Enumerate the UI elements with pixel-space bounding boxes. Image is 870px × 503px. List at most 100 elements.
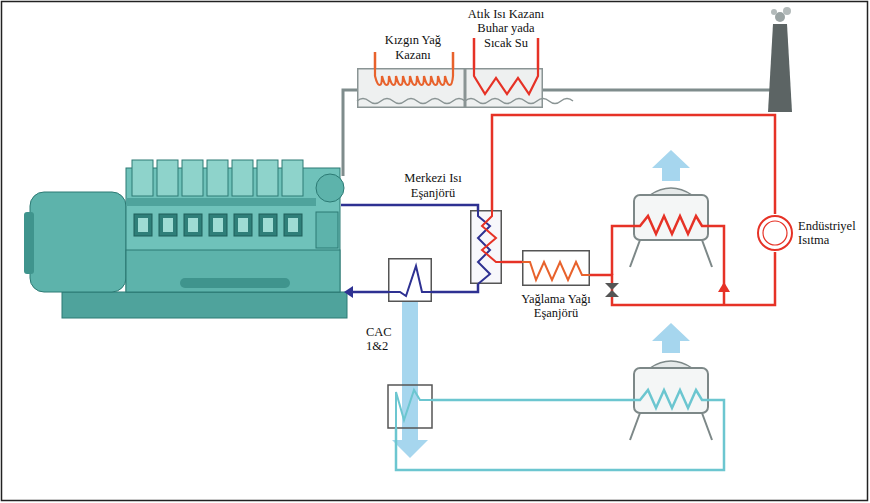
hot-oil-boiler-outline (375, 68, 453, 85)
heat-consumer-circle-outline (758, 216, 792, 250)
charge-air-cooler: CAC 1&2 (388, 258, 432, 302)
waste-heat-boiler-outline (465, 99, 573, 104)
flow-arrowhead (718, 282, 730, 292)
engine-illustration (24, 212, 34, 274)
hot-oil-boiler-outline (358, 69, 465, 108)
engine-illustration (282, 160, 303, 196)
chimney (768, 24, 792, 112)
cooling-tower (650, 361, 692, 368)
node-title: Yağlama Yağı Eşanjörü (516, 292, 596, 321)
engine-illustration (288, 218, 298, 232)
hot-oil-boiler-outline (357, 99, 465, 104)
engine-illustration (184, 214, 202, 236)
node-label: Kızgın Yağ Kazanı (380, 33, 446, 62)
three-way-valve (605, 290, 619, 297)
pipe-connector (590, 252, 775, 305)
heat-exchanger-outline (482, 210, 502, 262)
cooling-tower (630, 361, 712, 440)
coolant-line (352, 291, 388, 294)
heat-exchanger: Merkezi Isı Eşanjörü (470, 210, 502, 284)
heat-consumer-circle: Endüstriyel Isıtma (756, 214, 794, 252)
heating-line (612, 216, 724, 305)
engine-illustration (126, 198, 316, 206)
lube-oil-exchanger-outline (522, 262, 590, 280)
pipe-connector (492, 115, 775, 214)
chimney (783, 7, 791, 15)
engine-illustration (163, 218, 173, 232)
three-way-valve (605, 283, 619, 297)
node-title: Endüstriyel Isıtma (798, 219, 862, 248)
pipe-connector (432, 284, 478, 292)
lube-oil-exchanger-outline (523, 251, 590, 286)
node-title: Atık Isı Kazanı (466, 7, 546, 21)
cooling-tower (630, 240, 712, 267)
heat-exchanger-outline (470, 210, 502, 284)
node-label: Endüstriyel Isıtma (798, 219, 862, 248)
cooling-tower (630, 413, 712, 440)
three-way-valve (605, 283, 619, 290)
node-title: CAC 1&2 (366, 325, 400, 354)
waste-heat-boiler: Atık Isı KazanıBuhar yada Sıcak Su (465, 68, 543, 108)
node-label: CAC 1&2 (366, 325, 400, 354)
air-arrow (392, 302, 428, 458)
cooling-line (396, 390, 724, 470)
engine-illustration (62, 292, 347, 318)
engine-illustration (284, 214, 302, 236)
engine-illustration (182, 160, 203, 196)
engine-illustration (238, 218, 248, 232)
hot-oil-boiler: Kızgın Yağ Kazanı (357, 68, 465, 108)
pipe-line (432, 284, 478, 292)
charge-air-cooler (396, 390, 432, 428)
engine-illustration (126, 250, 340, 292)
engine-illustration (232, 160, 253, 196)
engine-illustration (157, 160, 178, 196)
node-title: Merkezi Isı Eşanjörü (400, 171, 466, 200)
engine-illustration (234, 214, 252, 236)
charge-air-cooler-outline (389, 259, 432, 302)
engine-illustration (134, 214, 152, 236)
pipe-line (502, 261, 522, 264)
waste-heat-boiler-outline (465, 68, 543, 108)
air-arrow (652, 323, 690, 353)
node-label: Atık Isı KazanıBuhar yada Sıcak Su (466, 7, 546, 50)
chimney (768, 7, 792, 112)
engine-illustration (316, 174, 344, 202)
engine-illustration (207, 160, 228, 196)
engine-illustration (159, 214, 177, 236)
cooling-tower (630, 188, 712, 267)
cooling-tower (650, 188, 692, 195)
engine-illustration (180, 278, 290, 288)
engine-illustration (257, 160, 278, 196)
heat-consumer-circle-outline (763, 221, 787, 245)
engine-illustration (132, 160, 153, 196)
charge-air-cooler (388, 385, 432, 428)
engine-illustration (213, 218, 223, 232)
engine-illustration (259, 214, 277, 236)
lube-oil-exchanger-outline (522, 250, 590, 286)
exhaust-pipe (543, 89, 770, 92)
engine-illustration (263, 218, 273, 232)
engine-illustration (138, 218, 148, 232)
node-label: Merkezi Isı Eşanjörü (400, 171, 466, 200)
heat-exchanger-outline (471, 211, 502, 284)
waste-heat-boiler-outline (474, 68, 538, 94)
chimney (771, 9, 777, 15)
flow-arrowhead (344, 286, 353, 298)
exhaust-pipe (343, 90, 357, 176)
engine-illustration (30, 192, 126, 292)
engine-illustration (209, 214, 227, 236)
charge-air-cooler-outline (388, 258, 432, 302)
engine-illustration (316, 212, 338, 248)
charge-air-cooler (388, 385, 432, 428)
pipe-line (492, 115, 775, 214)
charge-air-cooler-outline (388, 266, 432, 296)
pipe-connector (502, 262, 522, 263)
engine-illustration (24, 160, 347, 318)
coolant-line (341, 205, 478, 210)
node-title: Kızgın Yağ Kazanı (380, 33, 446, 62)
heat-consumer-circle-outline (756, 214, 794, 252)
hot-oil-boiler-outline (357, 68, 465, 108)
engine-illustration (188, 218, 198, 232)
